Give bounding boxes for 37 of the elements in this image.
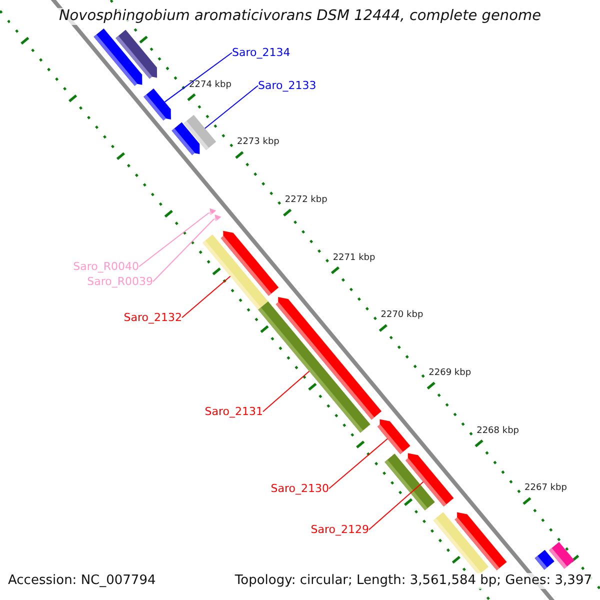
gene-label: Saro_2130 — [270, 482, 329, 496]
gene-feature — [534, 550, 554, 570]
scale-label: 2267 kbp — [524, 483, 567, 494]
gene-feature — [384, 454, 435, 510]
gene-feature — [433, 512, 489, 575]
gene-feature — [202, 234, 268, 310]
gene-label: Saro_2131 — [204, 405, 263, 418]
scale-label: 2274 kbp — [189, 80, 232, 90]
leader-line — [182, 276, 231, 318]
scale-label: 2273 kbp — [236, 137, 280, 148]
leader-line — [262, 370, 310, 412]
leader-line — [138, 212, 210, 268]
scale-label: 2269 kbp — [428, 368, 472, 379]
gene-feature — [184, 114, 216, 150]
gene-label: Saro_2134 — [232, 46, 290, 60]
gene-feature — [116, 30, 158, 79]
accession-text: Accession: NC_007794 — [8, 573, 156, 589]
gene-feature — [208, 208, 216, 216]
gene-label: Saro_2133 — [258, 79, 316, 92]
gene-feature — [144, 88, 171, 121]
leader-line — [152, 218, 214, 282]
leader-line — [204, 85, 258, 129]
scale-label: 2270 kbp — [380, 310, 424, 322]
gene-label: Saro_R0040 — [73, 260, 139, 274]
gene-feature — [377, 419, 410, 454]
scale-label: 2268 kbp — [476, 426, 519, 436]
leader-line — [368, 481, 424, 530]
gene-label: Saro_2129 — [310, 523, 369, 536]
gene-feature — [549, 542, 574, 569]
genome-summary: Topology: circular; Length: 3,561,584 bp; Genes: 3,397 — [232, 573, 594, 589]
leader-line — [164, 52, 232, 102]
leader-line — [328, 438, 388, 490]
gene-label: Saro_R0039 — [87, 275, 153, 288]
gene-feature — [214, 214, 222, 222]
gene-label: Saro_2132 — [124, 311, 182, 324]
scale-label: 2271 kbp — [332, 252, 376, 264]
scale-label: 2272 kbp — [284, 194, 328, 206]
